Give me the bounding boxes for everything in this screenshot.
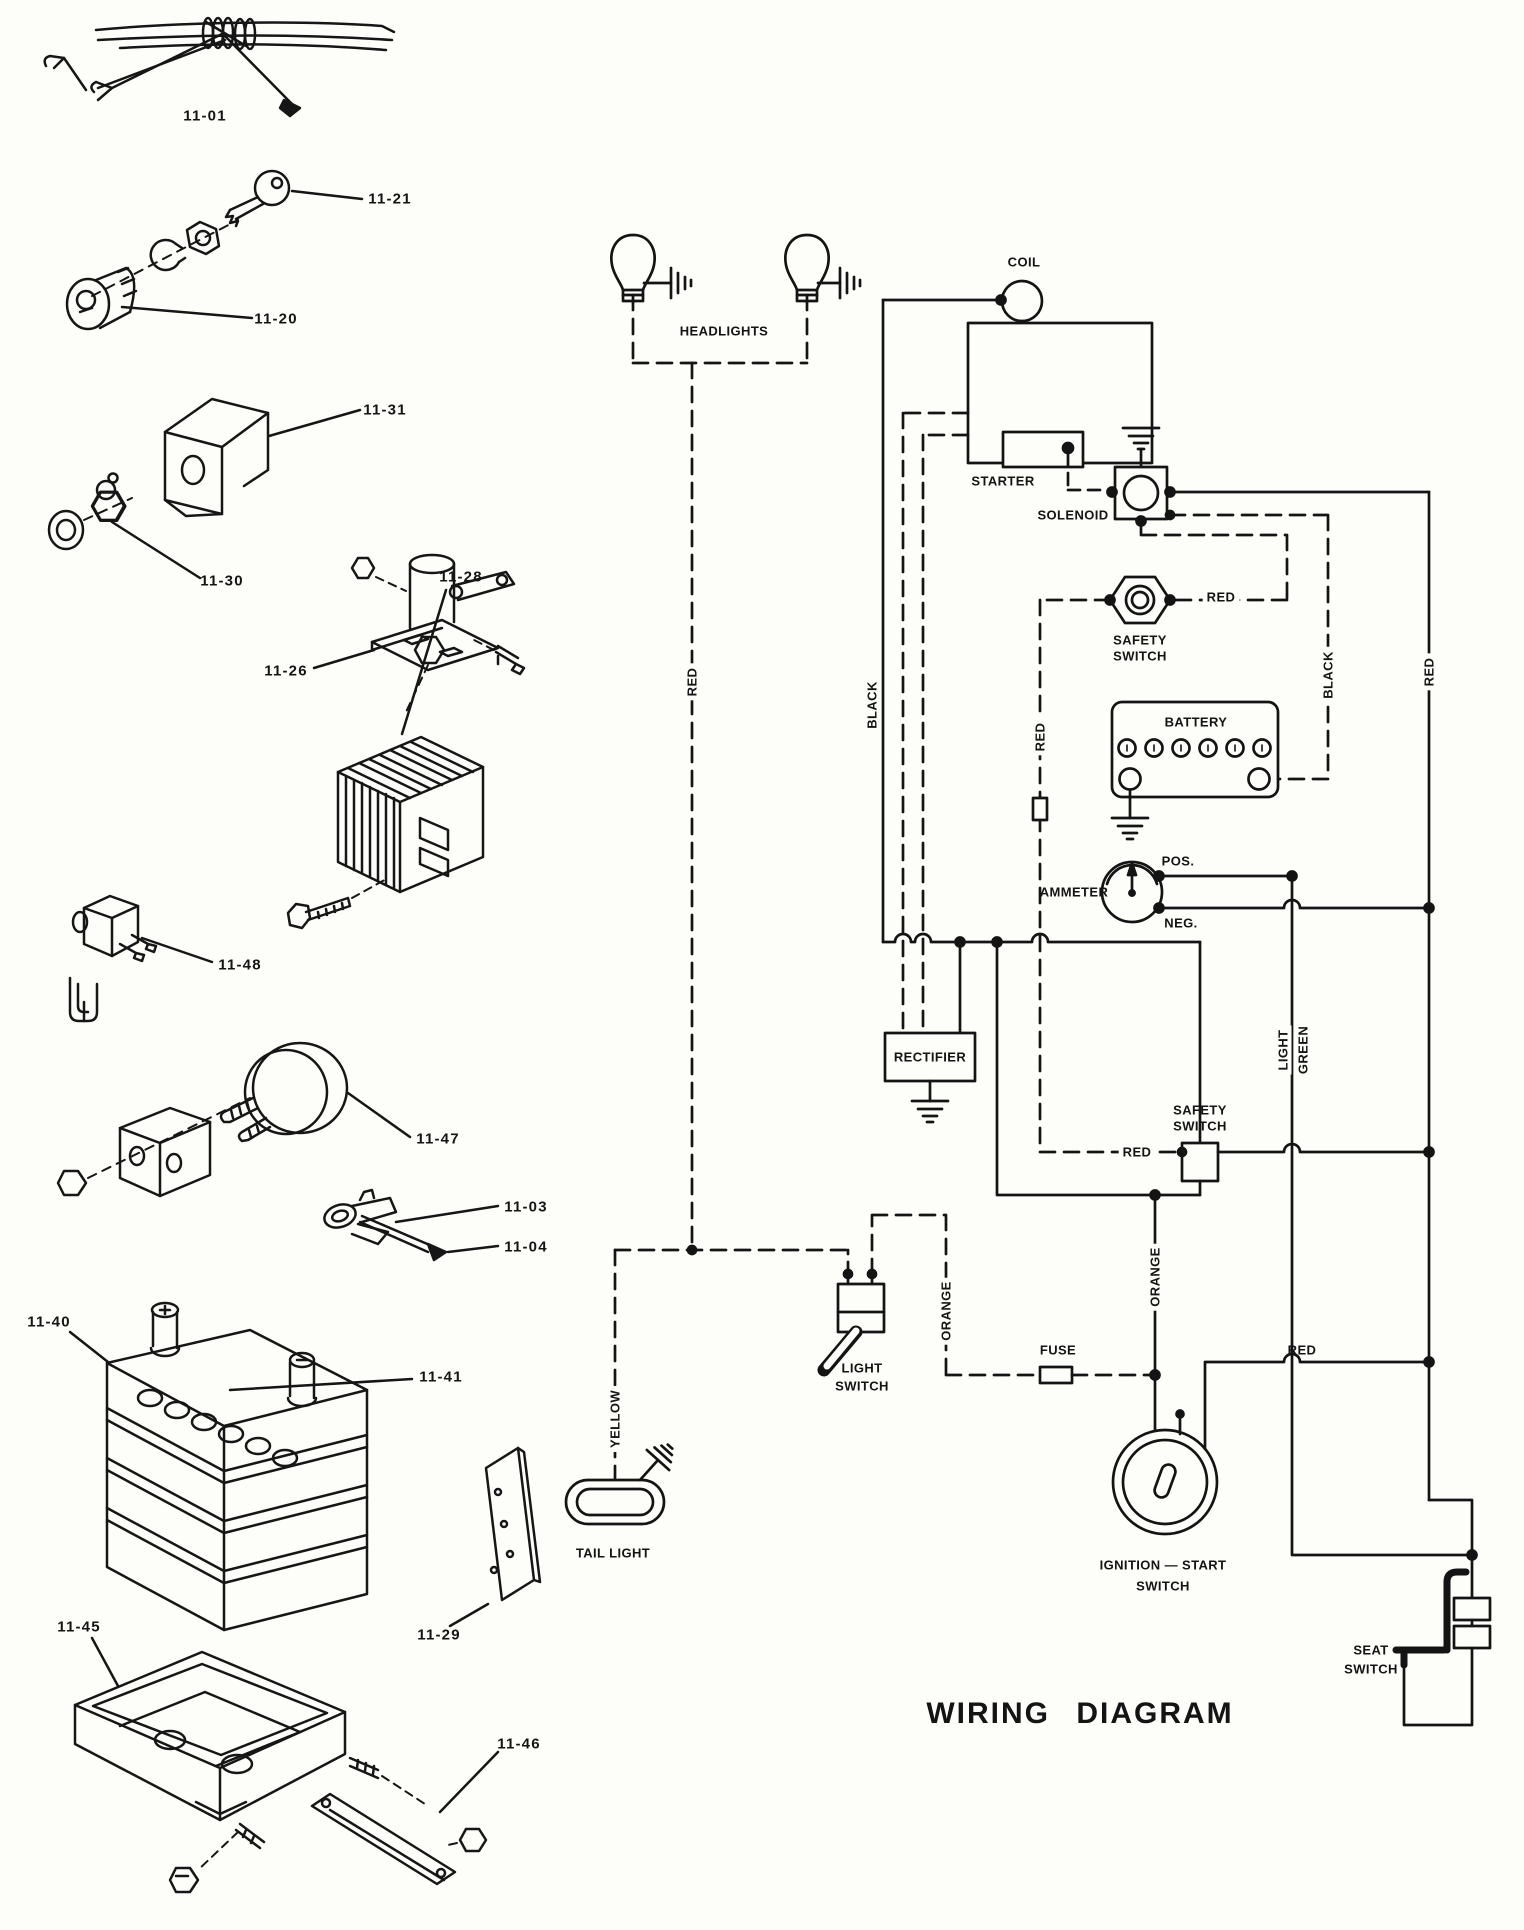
ignition-cylinder-drawing-11-20 bbox=[65, 219, 254, 331]
part-label-11-28: 11-28 bbox=[439, 568, 483, 586]
rectifier-symbol bbox=[883, 1031, 977, 1124]
part-label-11-20: 11-20 bbox=[254, 310, 298, 328]
ignition-switch-label-2: SWITCH bbox=[1136, 1578, 1190, 1594]
part-label-11-40: 11-40 bbox=[27, 1313, 71, 1331]
wire-label-red-solenoid: RED bbox=[1202, 588, 1240, 606]
wire-label-black-engine: BLACK bbox=[864, 681, 880, 729]
part-label-11-04: 11-04 bbox=[504, 1238, 548, 1256]
safety-switch-upper-label-2: SWITCH bbox=[1113, 648, 1167, 664]
tail-light-symbol bbox=[564, 1248, 674, 1526]
wire-label-red-safety-lower: RED bbox=[1118, 1143, 1156, 1161]
pos-terminal-label: POS. bbox=[1161, 853, 1195, 869]
headlights-label: HEADLIGHTS bbox=[679, 323, 769, 339]
part-label-11-21: 11-21 bbox=[368, 190, 412, 208]
wire-label-orange-ignition: ORANGE bbox=[1146, 1243, 1164, 1311]
part-label-11-41: 11-41 bbox=[419, 1368, 463, 1386]
wire-label-light-green-2: GREEN bbox=[1294, 1021, 1312, 1079]
engine-starter-block bbox=[901, 321, 1161, 1035]
solenoid-label: SOLENOID bbox=[1037, 507, 1109, 523]
wire-label-red-headlight: RED bbox=[683, 663, 701, 701]
part-label-11-01: 11-01 bbox=[183, 107, 227, 125]
light-switch-drawing-11-30 bbox=[47, 472, 202, 580]
rectifier-drawing-11-28 bbox=[286, 588, 485, 930]
battery-drawing-11-40 bbox=[68, 1301, 414, 1632]
neg-terminal-label: NEG. bbox=[1164, 915, 1198, 931]
battery-label: BATTERY bbox=[1164, 714, 1228, 730]
tray-drawing-11-45 bbox=[73, 1636, 429, 1894]
ammeter-label: AMMETER bbox=[1039, 884, 1109, 900]
seat-switch-label-2: SWITCH bbox=[1344, 1661, 1398, 1677]
part-label-11-45: 11-45 bbox=[57, 1618, 101, 1636]
part-label-11-46: 11-46 bbox=[497, 1735, 541, 1753]
battery-symbol bbox=[1110, 700, 1280, 841]
safety-switch-upper-symbol bbox=[1031, 575, 1182, 1154]
strap-drawing-11-46 bbox=[310, 1750, 500, 1886]
safety-switch-drawing-11-47 bbox=[56, 1041, 412, 1198]
light-switch-symbol bbox=[817, 1213, 948, 1377]
solenoid-drawing-11-26 bbox=[312, 553, 526, 676]
headlight-feed-wire bbox=[613, 361, 850, 1256]
safety-switch-lower-symbol bbox=[1176, 1141, 1435, 1197]
light-green-wire bbox=[1290, 874, 1478, 1561]
wire-label-red-ignition: RED bbox=[1287, 1342, 1317, 1358]
red-ignition-wire bbox=[1203, 1352, 1435, 1451]
plate-drawing-11-29 bbox=[448, 1446, 542, 1628]
part-label-11-48: 11-48 bbox=[218, 956, 262, 974]
bracket-drawing-11-31 bbox=[163, 397, 362, 518]
key-drawing-11-21 bbox=[224, 169, 364, 228]
wire-label-orange-light-switch: ORANGE bbox=[937, 1277, 955, 1345]
fuse-symbol bbox=[944, 1365, 1157, 1385]
main-bus-wire bbox=[881, 932, 1202, 1201]
seat-switch-label-1: SEAT bbox=[1353, 1642, 1389, 1658]
ammeter-symbol bbox=[1100, 860, 1435, 924]
orange-ignition-wire bbox=[1149, 1193, 1161, 1433]
battery-terminal-drawing-11-03-04 bbox=[323, 1188, 500, 1262]
coil-label: COIL bbox=[1007, 254, 1041, 270]
safety-switch-lower-label-1: SAFETY bbox=[1173, 1102, 1227, 1118]
wire-label-yellow-tail: YELLOW bbox=[606, 1385, 624, 1453]
rectifier-label: RECTIFIER bbox=[893, 1049, 967, 1065]
headlights-symbols bbox=[610, 233, 862, 365]
coil-symbol bbox=[881, 279, 1044, 944]
tail-light-label: TAIL LIGHT bbox=[575, 1545, 651, 1561]
light-switch-label-1: LIGHT bbox=[841, 1360, 883, 1376]
starter-label: STARTER bbox=[971, 473, 1035, 489]
wire-label-light-green-1: LIGHT bbox=[1274, 1025, 1292, 1075]
wire-label-red-coil-branch: RED bbox=[1031, 718, 1049, 756]
harness-drawing-11-01 bbox=[43, 16, 396, 118]
part-label-11-30: 11-30 bbox=[200, 572, 244, 590]
fuse-label: FUSE bbox=[1039, 1342, 1077, 1358]
page-title: WIRING DIAGRAM bbox=[926, 1697, 1234, 1730]
part-label-11-03: 11-03 bbox=[504, 1198, 548, 1216]
light-switch-label-2: SWITCH bbox=[835, 1378, 889, 1394]
breaker-switch-drawing-11-48 bbox=[68, 894, 214, 1023]
wire-label-red-right: RED bbox=[1420, 653, 1438, 691]
part-label-11-31: 11-31 bbox=[363, 401, 407, 419]
part-label-11-47: 11-47 bbox=[416, 1130, 460, 1148]
wire-label-black-battery: BLACK bbox=[1319, 647, 1337, 703]
safety-switch-upper-label-1: SAFETY bbox=[1113, 632, 1167, 648]
seat-switch-circuit bbox=[1392, 1498, 1492, 1727]
part-label-11-26: 11-26 bbox=[264, 662, 308, 680]
safety-switch-lower-label-2: SWITCH bbox=[1173, 1118, 1227, 1134]
ignition-switch-label-1: IGNITION — START bbox=[1099, 1557, 1227, 1573]
part-label-11-29: 11-29 bbox=[417, 1626, 461, 1644]
ignition-switch-symbol bbox=[1111, 1409, 1219, 1536]
